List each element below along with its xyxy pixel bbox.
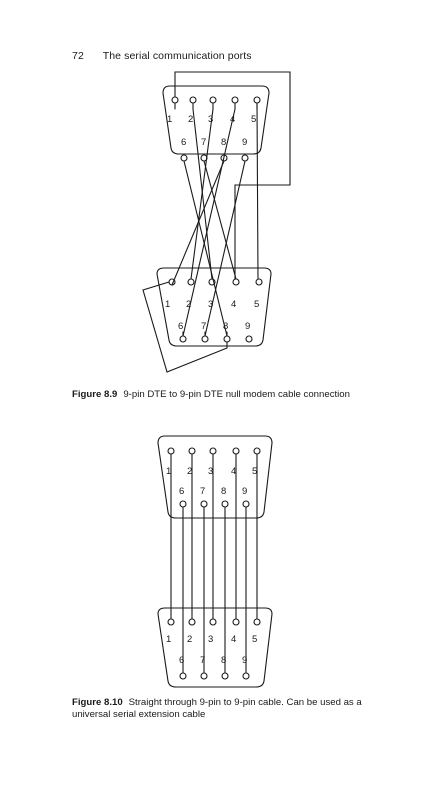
top-connector-pins (171, 96, 261, 162)
top-pin-label: 8 (221, 486, 226, 497)
page-number: 72 (72, 50, 84, 62)
figure-caption: Figure 8.9 9-pin DTE to 9-pin DTE null mo… (72, 389, 372, 401)
top-pin-label: 7 (201, 137, 206, 148)
bottom-pin-label: 9 (245, 321, 250, 332)
bottom-pin-label: 2 (186, 299, 191, 310)
bottom-pin-label: 1 (165, 299, 170, 310)
bottom-pin-label: 5 (254, 299, 259, 310)
bottom-pin-label: 9 (242, 655, 247, 666)
top-connector-shell (157, 435, 273, 519)
caption-text: 9-pin DTE to 9-pin DTE null modem cable … (123, 389, 350, 400)
bottom-connector-shell (156, 267, 272, 347)
top-pin-label: 3 (208, 114, 213, 125)
bottom-pin-label: 7 (200, 655, 205, 666)
bottom-pin-label: 6 (178, 321, 183, 332)
figure-label: Figure 8.10 (72, 697, 123, 708)
bottom-pin-label: 3 (208, 634, 213, 645)
top-pin-label: 2 (187, 466, 192, 477)
top-pin-label: 6 (181, 137, 186, 148)
bottom-pin-label: 1 (166, 634, 171, 645)
top-pin-label: 5 (251, 114, 256, 125)
bottom-pin-label: 8 (223, 321, 228, 332)
bottom-pin-label: 6 (179, 655, 184, 666)
top-pin-label: 9 (242, 486, 247, 497)
page-header: 72 The serial communication ports (72, 50, 252, 62)
top-pin-label: 1 (167, 114, 172, 125)
top-pin-label: 7 (200, 486, 205, 497)
bottom-pin-label: 4 (231, 634, 236, 645)
top-connector-shell (162, 85, 270, 155)
bottom-pin-label: 3 (208, 299, 213, 310)
figure-8-10-diagram: 1 2 3 4 5 6 7 8 9 1 2 3 4 5 6 7 8 9 (157, 435, 273, 688)
top-pin-label: 4 (230, 114, 235, 125)
top-pin-label: 6 (179, 486, 184, 497)
null-modem-wires (142, 71, 291, 373)
top-pin-label: 8 (221, 137, 226, 148)
top-pin-label: 1 (166, 466, 171, 477)
top-pin-label: 9 (242, 137, 247, 148)
figure-label: Figure 8.9 (72, 389, 118, 400)
bottom-pin-label: 8 (221, 655, 226, 666)
caption-text: Straight through 9-pin to 9-pin cable. C… (72, 697, 362, 720)
top-pin-label: 4 (231, 466, 236, 477)
figure-8-9-diagram: 1 2 3 4 5 6 7 8 9 1 2 3 4 5 6 7 8 9 (142, 71, 291, 373)
straight-through-wires (170, 459, 258, 668)
bottom-pin-label: 2 (187, 634, 192, 645)
top-pin-label: 2 (188, 114, 193, 125)
bottom-pin-label: 4 (231, 299, 236, 310)
bottom-connector-shell (157, 607, 273, 688)
top-pin-label: 5 (252, 466, 257, 477)
section-title: The serial communication ports (102, 50, 252, 62)
top-connector-pins (167, 447, 261, 508)
bottom-pin-label: 5 (252, 634, 257, 645)
bottom-pin-label: 7 (201, 321, 206, 332)
top-pin-label: 3 (208, 466, 213, 477)
